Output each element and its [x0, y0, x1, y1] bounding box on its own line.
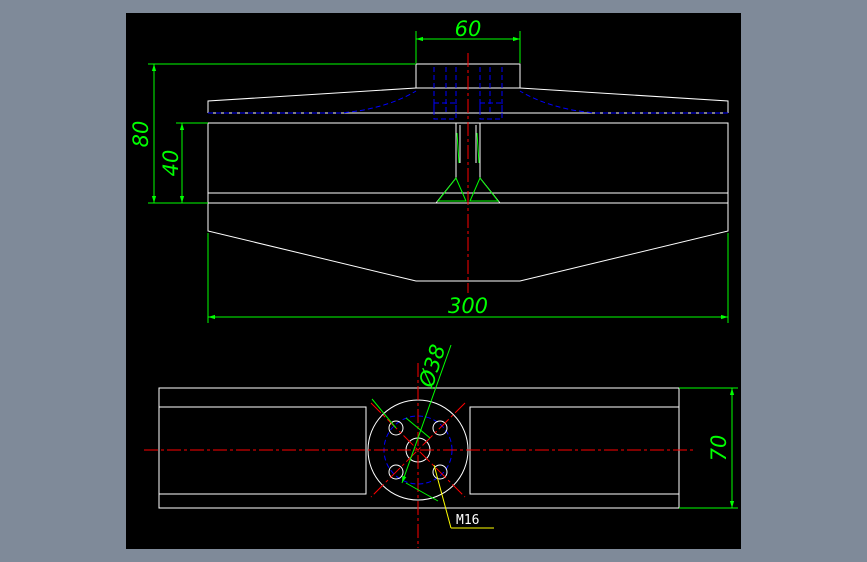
top-outer-outline [158, 387, 680, 509]
dim-label-40: 40 [159, 150, 183, 177]
bolt-hole-4 [432, 464, 448, 480]
front-dimensions [148, 31, 729, 323]
front-lower-taper [207, 203, 729, 282]
dim-label-80: 80 [129, 121, 153, 148]
top-left-arm [159, 406, 367, 495]
dim-label-300: 300 [448, 294, 488, 318]
dim-label-60: 60 [455, 17, 482, 41]
top-dim-70 [679, 387, 738, 509]
top-leaders [371, 344, 494, 529]
front-hatch [436, 132, 500, 202]
top-view [144, 344, 738, 548]
top-centerlines [144, 363, 694, 548]
bolt-hole-2 [432, 420, 448, 436]
dim-label-70: 70 [707, 435, 731, 462]
bolt-hole-3 [388, 464, 404, 480]
front-hidden-lines [208, 67, 728, 120]
drawing-canvas: 60 80 40 300 [129, 17, 738, 548]
cad-viewport[interactable]: 60 80 40 300 [126, 13, 741, 549]
thread-annotation: M16 [456, 513, 479, 528]
bolt-hole-1 [388, 420, 404, 436]
front-view [207, 53, 729, 293]
dim-label-diameter: Ø38 [414, 342, 451, 392]
